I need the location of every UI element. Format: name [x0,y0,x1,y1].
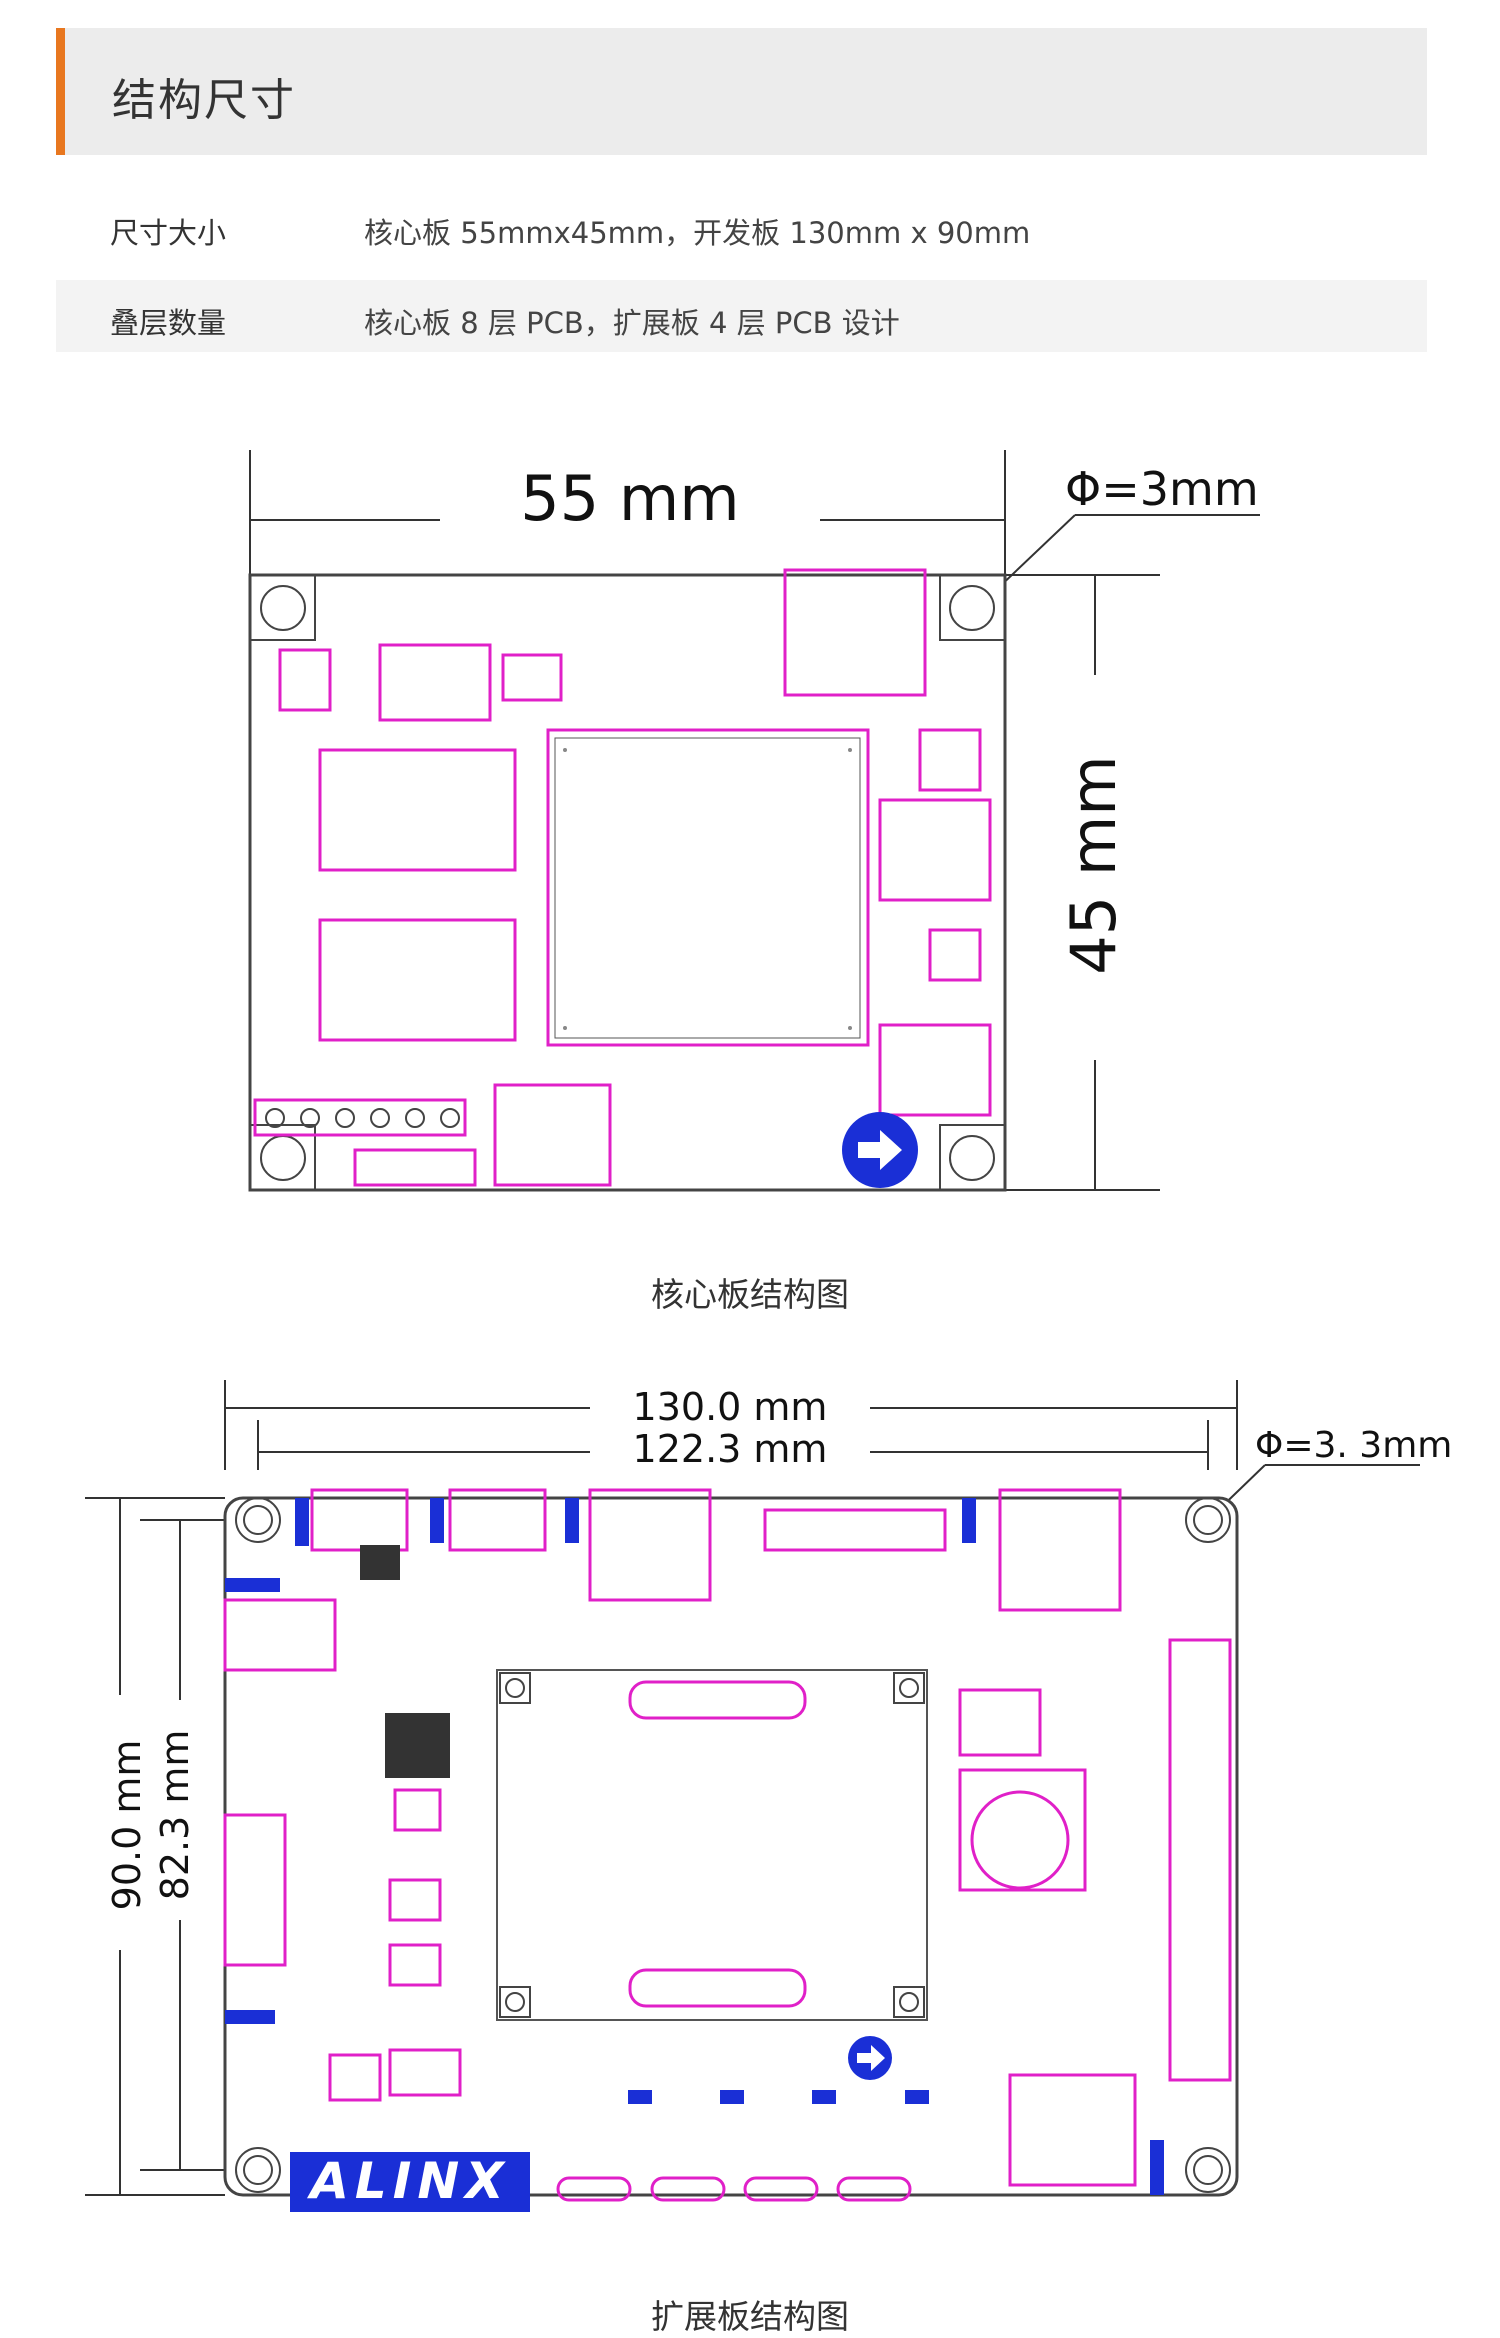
core-width-label: 55 mm [520,462,739,535]
carrier-height-inner-label: 82.3 mm [153,1730,197,1901]
section-title: 结构尺寸 [112,75,296,126]
spec-value: 核心板 55mmx45mm，开发板 130mm x 90mm [364,216,1031,250]
carrier-width-inner-label: 122.3 mm [633,1427,828,1471]
carrier-height-outer-label: 90.0 mm [105,1740,149,1911]
carrier-board-caption: 扩展板结构图 [651,2297,849,2336]
carrier-hole-label: Φ=3. 3mm [1255,1425,1452,1466]
core-height-label: 45 mm [1057,755,1130,974]
core-board-caption: 核心板结构图 [651,1275,849,1314]
spec-row-layers: 叠层数量 核心板 8 层 PCB，扩展板 4 层 PCB 设计 [56,280,1427,352]
carrier-board-drawing: 130.0 mm 122.3 mm Φ=3. 3mm 90.0 mm 82.3 … [85,1380,1452,2212]
spec-value: 核心板 8 层 PCB，扩展板 4 层 PCB 设计 [364,306,900,340]
alinx-logo: ALINX [306,2152,510,2210]
core-board-drawing: 55 mm Φ=3mm 45 mm [248,450,1260,1192]
section-header: 结构尺寸 [56,28,1427,155]
accent-bar [56,28,65,155]
spec-label: 尺寸大小 [110,216,227,250]
spec-label: 叠层数量 [110,306,227,340]
carrier-width-outer-label: 130.0 mm [633,1385,828,1429]
core-hole-label: Φ=3mm [1065,462,1259,516]
spec-row-size: 尺寸大小 核心板 55mmx45mm，开发板 130mm x 90mm [56,190,1427,262]
